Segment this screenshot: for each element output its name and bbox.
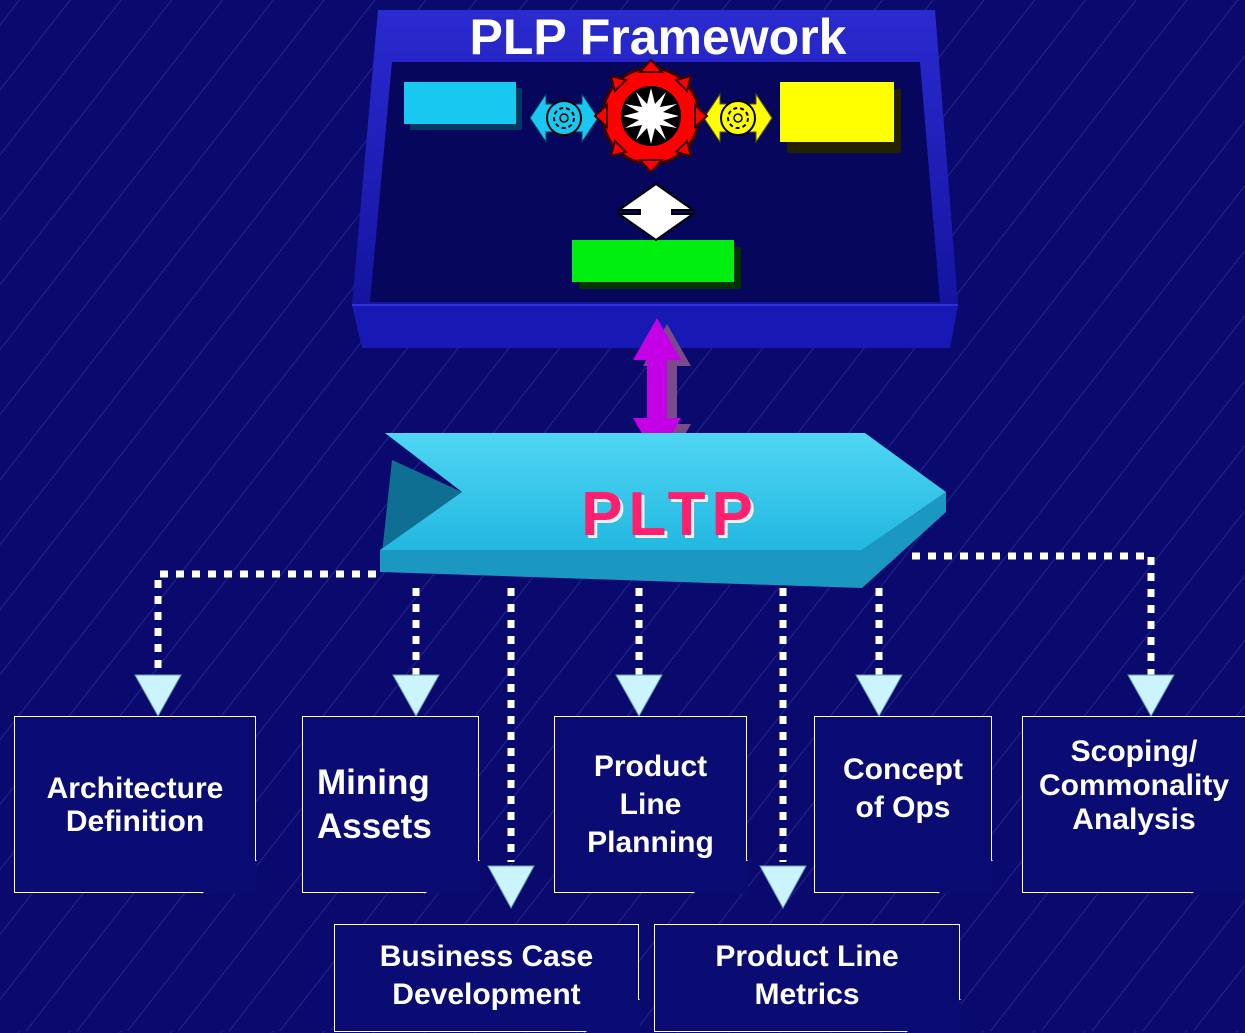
doc-label: Scoping/ Commonality Analysis — [1038, 735, 1230, 836]
pltp-label: PLTP — [581, 480, 759, 549]
arrowhead-scoping — [1127, 674, 1175, 718]
page-curl-icon — [937, 860, 993, 894]
connector-lines — [154, 552, 1155, 862]
hub-green-link-arrow-icon — [615, 182, 697, 242]
doc-label: Product Line Planning — [587, 749, 714, 859]
page-curl-icon — [1191, 860, 1245, 894]
doc-label: Business Case Development — [379, 940, 594, 1011]
hub-gear-icon — [593, 58, 709, 174]
doc-product-line-metrics: Product Line Metrics — [654, 924, 961, 1033]
doc-architecture-definition: Architecture Definition — [14, 716, 257, 894]
doc-label: Mining Assets — [317, 762, 432, 846]
doc-scoping-commonality-analysis: Scoping/ Commonality Analysis — [1022, 716, 1245, 894]
connector-architecture — [154, 570, 376, 675]
doc-label: Architecture Definition — [46, 771, 224, 838]
doc-concept-of-ops: Concept of Ops — [814, 716, 993, 894]
yellow-box — [780, 82, 901, 153]
doc-mining-assets: Mining Assets — [302, 716, 480, 894]
arrowhead-architecture — [134, 674, 182, 718]
connector-scoping — [912, 552, 1155, 675]
pltp-arrow-shape — [380, 433, 946, 588]
green-box — [572, 240, 741, 289]
yellow-gear-arrow-icon — [703, 92, 773, 144]
framework-title: PLP Framework — [469, 9, 847, 65]
doc-business-case-development: Business Case Development — [334, 924, 640, 1033]
doc-label: Concept of Ops — [843, 753, 963, 824]
cyan-gear-arrow-icon — [529, 92, 599, 144]
cyan-box — [404, 82, 522, 130]
page-curl-icon — [201, 860, 257, 894]
arrowhead-planning — [615, 674, 663, 718]
arrowheads — [134, 674, 1175, 910]
page-curl-icon — [424, 860, 480, 894]
arrowhead-business — [487, 865, 535, 910]
doc-label: Product Line Metrics — [715, 940, 899, 1011]
arrowhead-concept — [855, 674, 903, 718]
arrowhead-metrics — [759, 865, 807, 910]
arrowhead-mining — [392, 674, 440, 718]
page-curl-icon — [692, 860, 748, 894]
page-curl-icon — [905, 999, 961, 1033]
doc-product-line-planning: Product Line Planning — [554, 716, 748, 894]
framework-pltp-link-arrow-icon — [633, 318, 691, 466]
